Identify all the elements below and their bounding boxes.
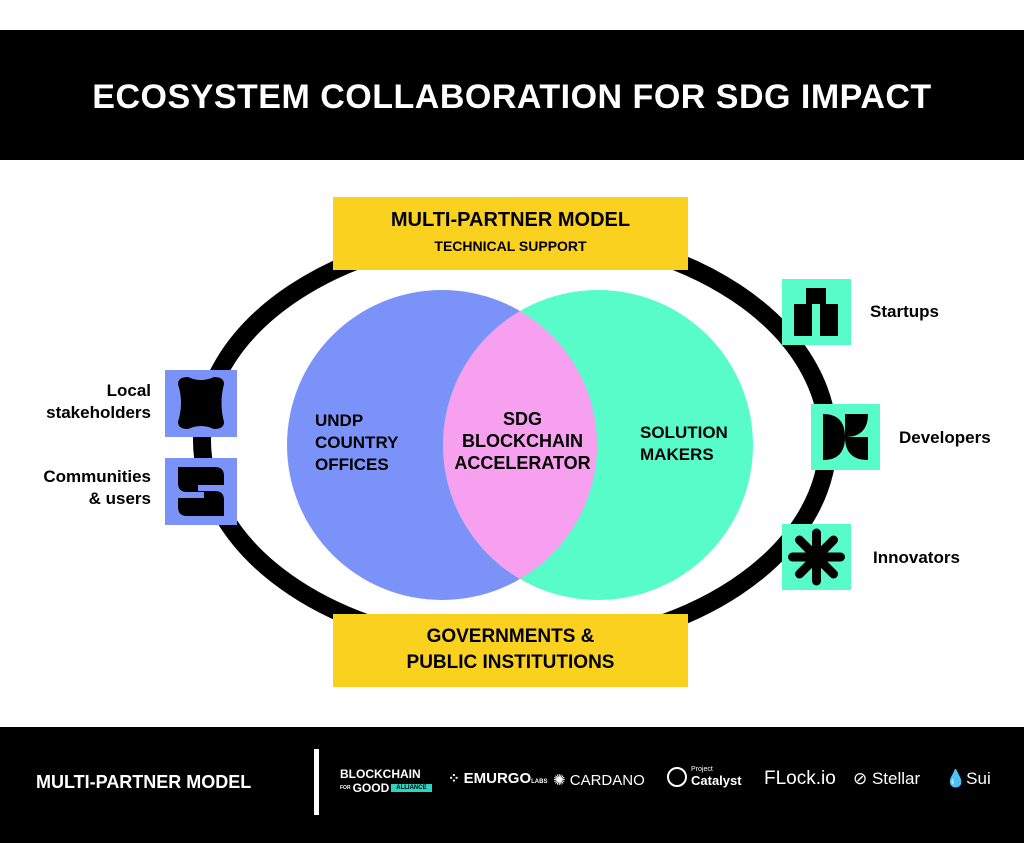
venn-intersection <box>443 290 597 600</box>
clover-icon <box>165 370 237 437</box>
governments-line1: GOVERNMENTS & <box>426 626 595 647</box>
stellar-logo: ⊘ Stellar <box>853 769 921 788</box>
page-title: ECOSYSTEM COLLABORATION FOR SDG IMPACT <box>92 78 932 116</box>
footer: MULTI-PARTNER MODEL BLOCKCHAIN FOR GOOD … <box>0 727 1024 843</box>
communities-label: Communities& users <box>43 467 151 508</box>
multi-partner-title: MULTI-PARTNER MODEL <box>390 209 631 231</box>
blockchain-for-good-logo: BLOCKCHAIN FOR GOOD ALLIANCE <box>340 767 432 795</box>
footer-divider <box>314 749 319 815</box>
pinwheel-icon <box>811 404 880 470</box>
startups-label: Startups <box>870 302 939 321</box>
developers-label: Developers <box>899 428 991 447</box>
flock-logo: FLock.io <box>764 768 836 789</box>
governments-box: GOVERNMENTS & PUBLIC INSTITUTIONS <box>333 614 688 687</box>
footer-label: MULTI-PARTNER MODEL <box>36 772 252 792</box>
asterisk-icon <box>782 524 851 590</box>
multi-partner-model-box: MULTI-PARTNER MODEL TECHNICAL SUPPORT <box>333 197 688 270</box>
governments-line2: PUBLIC INSTITUTIONS <box>406 652 615 673</box>
technical-support-label: TECHNICAL SUPPORT <box>434 238 587 254</box>
s-shape-icon <box>165 458 237 525</box>
emurgo-logo: ⁘ EMURGOLABS <box>448 770 548 787</box>
blocks-icon <box>782 279 851 345</box>
header-banner <box>0 30 1024 160</box>
cardano-logo: ✺ CARDANO <box>553 772 645 789</box>
innovators-label: Innovators <box>873 548 960 567</box>
sui-logo: 💧Sui <box>945 769 991 788</box>
